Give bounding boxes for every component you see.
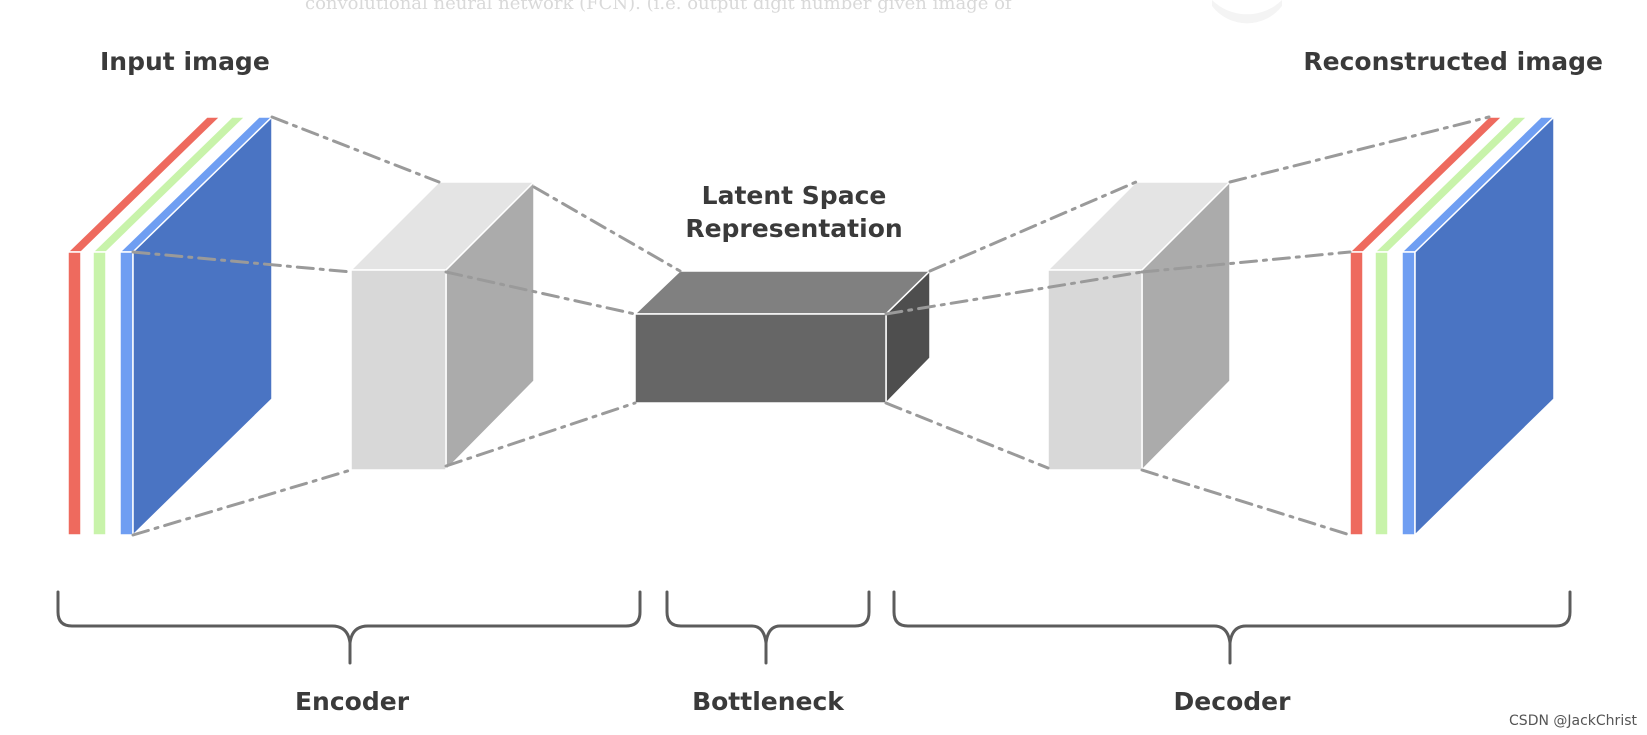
- connector-input-bottom: [131, 468, 353, 537]
- latent-space-label: Latent Space Representation: [685, 180, 902, 245]
- connector-latent-mid: [884, 270, 1144, 316]
- watermark: CSDN @JackChrist: [1509, 713, 1637, 729]
- connector-latent-top: [928, 180, 1138, 273]
- bottleneck-brace: [665, 590, 871, 665]
- connector-decoder-bottom: [1140, 468, 1352, 537]
- reconstructed-image-stack: [1348, 115, 1556, 537]
- input-image-face: [132, 115, 273, 537]
- latent-space-label-line1: Latent Space: [701, 181, 887, 210]
- connector-decoder-mid: [1140, 250, 1352, 274]
- background-circle-fragment: [1212, 0, 1282, 24]
- connector-latent-bottom: [884, 401, 1050, 470]
- input-image-stack: [66, 115, 274, 537]
- input-green-channel-front: [92, 251, 107, 536]
- output-blue-channel-front: [1401, 251, 1416, 536]
- encoder-block-front: [350, 269, 447, 471]
- decoder-label: Decoder: [1173, 687, 1291, 716]
- connector-encoder-mid: [444, 270, 637, 316]
- connector-input-top: [270, 115, 441, 184]
- connector-lines: [131, 115, 1491, 537]
- decoder-block-front: [1047, 269, 1143, 471]
- reconstructed-image-label: Reconstructed image: [1303, 47, 1603, 76]
- connector-decoder-top: [1228, 115, 1491, 184]
- output-red-channel-front: [1349, 251, 1364, 536]
- input-red-channel-front: [67, 251, 82, 536]
- output-image-face: [1414, 115, 1555, 537]
- input-image-label: Input image: [100, 47, 270, 76]
- output-green-channel-front: [1374, 251, 1389, 536]
- latent-block-top: [633, 270, 932, 315]
- latent-block-front: [634, 313, 887, 404]
- encoder-brace: [56, 590, 642, 665]
- bottleneck-label: Bottleneck: [692, 687, 844, 716]
- decoder-brace: [892, 590, 1572, 665]
- encoder-label: Encoder: [294, 687, 410, 716]
- connector-encoder-top: [532, 185, 682, 273]
- encoder-block: [349, 180, 536, 472]
- connector-input-mid: [131, 250, 353, 274]
- background-text-line: convolutional neural network (FCN). (i.e…: [305, 0, 1012, 14]
- input-blue-channel-front: [119, 251, 134, 536]
- latent-space-label-line2: Representation: [685, 213, 903, 243]
- latent-block: [633, 269, 932, 405]
- connector-encoder-bottom: [444, 401, 637, 468]
- decoder-block: [1046, 180, 1232, 472]
